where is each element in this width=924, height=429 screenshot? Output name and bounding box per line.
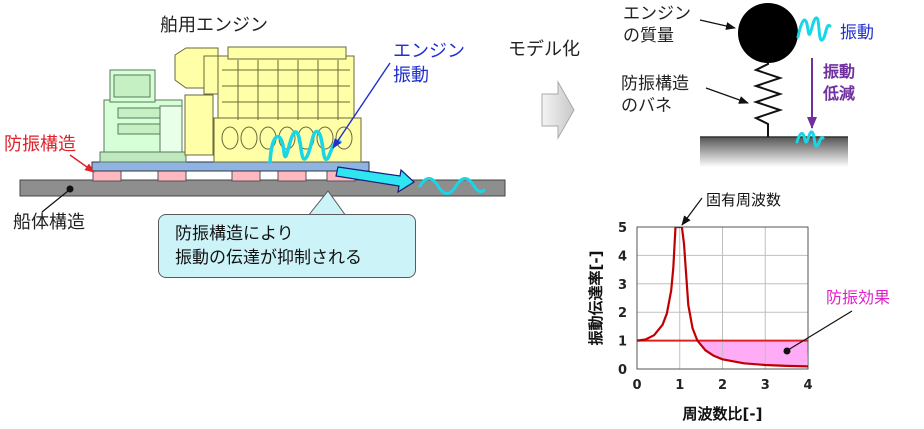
modeling-arrow-icon (541, 80, 575, 140)
y-axis-label: 振動伝達率[-] (587, 251, 605, 346)
spring-pointer (705, 87, 749, 104)
natural-frequency-pointer (681, 197, 703, 226)
callout-line2: 振動の伝達が抑制される (175, 248, 362, 268)
model-label: モデル化 (508, 39, 580, 60)
isolator-pad (231, 170, 261, 182)
x-axis-label: 周波数比[-] (683, 405, 763, 423)
y-tick-label: 1 (618, 335, 627, 350)
x-tick-label: 0 (632, 378, 641, 393)
spring-label-line1: 防振構造 (621, 74, 689, 94)
isolator-pad (157, 170, 187, 182)
callout-line1: 防振構造により (175, 224, 294, 244)
spring-label-line2: のバネ (621, 96, 672, 116)
engine-vibration-label-line2: 振動 (393, 65, 429, 86)
isolator-pointer (69, 154, 95, 173)
engine-vibration-pointer (332, 62, 391, 149)
mass-vibration-wave-icon (796, 16, 832, 42)
common-base-plate (91, 161, 370, 172)
engine-illustration (174, 46, 362, 163)
ground-vibration-wave-icon (795, 130, 825, 148)
isolation-callout: 防振構造により 振動の伝達が抑制される (158, 214, 416, 278)
engine-vibration-label-line1: エンジン (393, 41, 465, 62)
mass-label-line1: エンジン (623, 4, 691, 24)
y-tick-label: 0 (618, 363, 627, 378)
y-tick-label: 2 (618, 306, 627, 321)
isolator-label: 防振構造 (4, 134, 76, 155)
transmissibility-curve (637, 227, 808, 368)
x-tick-label: 2 (718, 378, 727, 393)
x-tick-label: 1 (675, 378, 684, 393)
reduction-label-line2: 低減 (823, 84, 856, 103)
engine-vibration-wave-icon (268, 129, 342, 164)
x-tick-label: 3 (761, 378, 770, 393)
isolator-pad (277, 170, 307, 182)
spring-icon (752, 52, 784, 137)
generator-illustration (99, 69, 187, 163)
x-tick-label: 4 (803, 378, 812, 393)
y-tick-label: 4 (618, 249, 627, 264)
transmission-arrow-icon (335, 166, 415, 194)
hull-label: 船体構造 (13, 212, 85, 233)
hull-pointer-dot (66, 185, 74, 193)
y-tick-label: 3 (618, 278, 627, 293)
mass-pointer (699, 19, 736, 30)
mass-icon (738, 3, 798, 63)
engine-title: 舶用エンジン (160, 15, 268, 36)
y-tick-label: 5 (618, 221, 627, 236)
isolation-effect-pointer (787, 310, 853, 351)
isolation-effect-label: 防振効果 (826, 288, 890, 307)
ground (700, 136, 848, 167)
plot-frame (636, 226, 809, 370)
mass-label-line2: の質量 (623, 26, 674, 46)
isolation-effect-area (697, 340, 808, 367)
hull-structure (19, 179, 506, 197)
vibration-label: 振動 (840, 23, 874, 43)
reduction-label-line1: 振動 (823, 62, 856, 81)
isolator-pad (92, 170, 122, 182)
transmitted-wave-icon (418, 177, 486, 195)
natural-frequency-label: 固有周波数 (706, 191, 781, 209)
hull-pointer (41, 190, 69, 213)
isolation-effect-dot (783, 347, 791, 355)
